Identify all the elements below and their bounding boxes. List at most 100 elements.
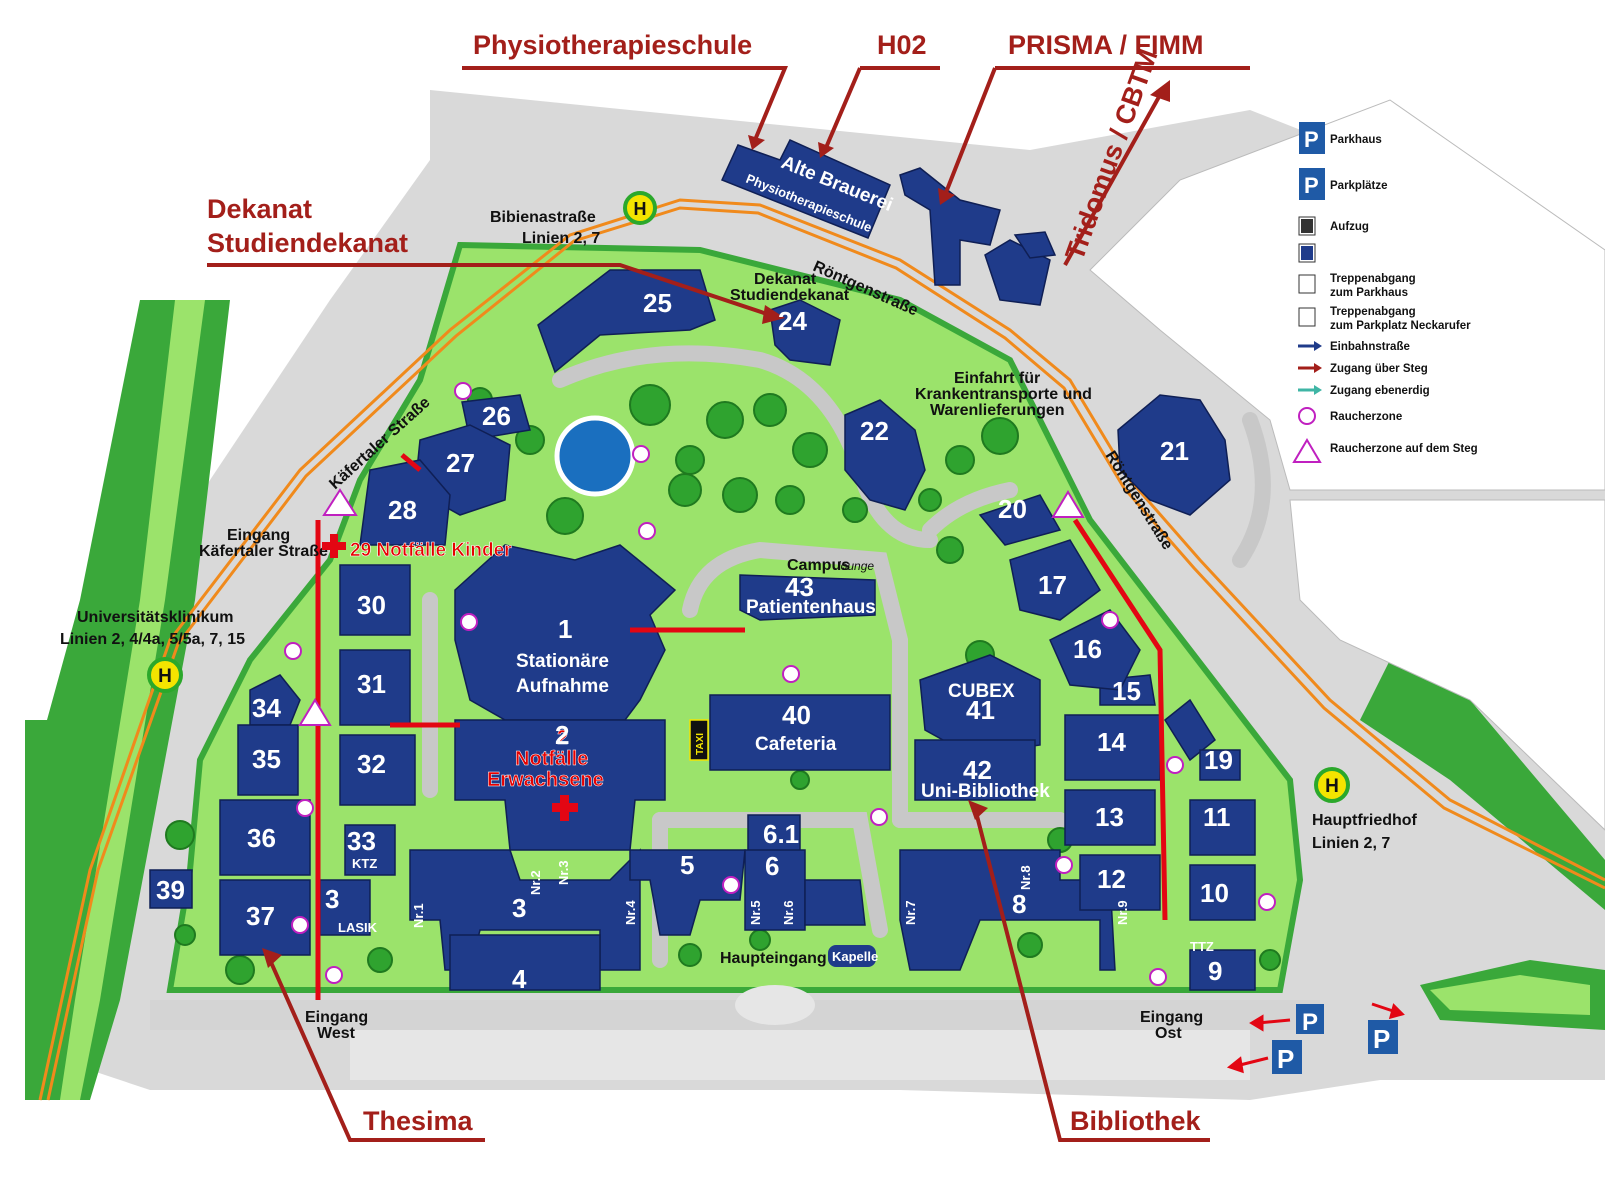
svg-text:27: 27 bbox=[446, 448, 475, 478]
pond bbox=[554, 415, 636, 497]
building-36 bbox=[219, 799, 311, 876]
building-20 bbox=[978, 494, 1062, 546]
legend-steg: Zugang über Steg bbox=[1298, 363, 1428, 375]
svg-text:31: 31 bbox=[357, 669, 386, 699]
svg-text:Zugang über Steg: Zugang über Steg bbox=[1330, 363, 1428, 375]
label-notfall-erw2: Notfälle bbox=[515, 748, 588, 770]
svg-text:42: 42 bbox=[963, 755, 992, 785]
label-dekanat-small2: Studiendekanat bbox=[730, 287, 850, 304]
building-1 bbox=[454, 544, 677, 721]
building-9 bbox=[1189, 949, 1256, 991]
legend-parkhaus: P Parkhaus bbox=[1299, 122, 1382, 154]
label-einfahrt2: Krankentransporte und bbox=[915, 386, 1092, 403]
parking-sign-1: P bbox=[1302, 1009, 1318, 1036]
taxi-sign bbox=[689, 719, 709, 761]
svg-text:21: 21 bbox=[1160, 436, 1189, 466]
building-5 bbox=[629, 849, 746, 936]
svg-text:Einbahnstraße: Einbahnstraße bbox=[1330, 341, 1410, 353]
building-12 bbox=[1079, 854, 1161, 911]
callout-thesima: Thesima bbox=[363, 1106, 474, 1136]
stop-uni-lines: Linien 2, 4/4a, 5/5a, 7, 15 bbox=[60, 631, 245, 648]
svg-text:Nr.9: Nr.9 bbox=[1115, 900, 1130, 925]
left-green-band bbox=[25, 300, 230, 1100]
svg-text:3: 3 bbox=[325, 884, 339, 914]
building-16 bbox=[1049, 609, 1141, 691]
svg-text:Stationäre: Stationäre bbox=[516, 651, 609, 672]
svg-text:17: 17 bbox=[1038, 570, 1067, 600]
label-taxi: TAXI bbox=[695, 733, 706, 755]
tram-stop-uniklinikum: H bbox=[147, 657, 183, 693]
svg-text:Parkplätze: Parkplätze bbox=[1330, 180, 1388, 192]
red-cross-kinder-icon bbox=[322, 534, 346, 558]
label-haupteingang: Haupteingang bbox=[720, 950, 827, 967]
svg-text:19: 19 bbox=[1204, 745, 1233, 775]
callout-prisma: PRISMA / FIMM bbox=[1008, 30, 1204, 60]
svg-text:35: 35 bbox=[252, 744, 281, 774]
svg-text:28: 28 bbox=[388, 495, 417, 525]
kapelle-shape bbox=[828, 945, 876, 967]
trees bbox=[165, 384, 1281, 985]
legend-einbahn: Einbahnstraße bbox=[1298, 341, 1410, 353]
legend-parkplaetze: P Parkplätze bbox=[1299, 168, 1388, 200]
legend-raucher-steg: Raucherzone auf dem Steg bbox=[1292, 438, 1478, 463]
building-8 bbox=[899, 849, 1116, 971]
svg-text:32: 32 bbox=[357, 749, 386, 779]
svg-text:26: 26 bbox=[482, 401, 511, 431]
building-4 bbox=[449, 934, 601, 991]
svg-text:Nr.1: Nr.1 bbox=[411, 903, 426, 928]
building-13 bbox=[1064, 789, 1156, 846]
stop-symbol-haupt: H bbox=[1325, 776, 1339, 797]
svg-text:5: 5 bbox=[680, 850, 694, 880]
white-parcels bbox=[1089, 99, 1605, 831]
svg-text:Raucherzone auf dem Steg: Raucherzone auf dem Steg bbox=[1330, 443, 1478, 455]
building-43 bbox=[739, 574, 876, 621]
label-eingang-ost1: Eingang bbox=[1140, 1009, 1203, 1026]
callout-arrowheads bbox=[262, 80, 1170, 968]
stop-haupt-lines: Linien 2, 7 bbox=[1312, 835, 1390, 852]
svg-text:2: 2 bbox=[555, 720, 569, 750]
legend-treppe-neckarufer: Treppenabgang zum Parkplatz Neckarufer bbox=[1298, 306, 1471, 332]
label-eingang-west2: West bbox=[317, 1025, 356, 1042]
label-eingang-kaefertaler1: Eingang bbox=[227, 527, 290, 544]
svg-text:22: 22 bbox=[860, 416, 889, 446]
building-14 bbox=[1064, 714, 1161, 781]
tram-stop-hauptfriedhof: H bbox=[1314, 767, 1350, 803]
svg-text:43: 43 bbox=[785, 572, 814, 602]
parking-arrows bbox=[1226, 1002, 1405, 1074]
callout-physiotherapieschule: Physiotherapieschule bbox=[473, 30, 752, 60]
building-40 bbox=[709, 694, 891, 771]
legend: P Parkhaus P Parkplätze Aufzug Treppenab… bbox=[1292, 122, 1478, 463]
building-35 bbox=[237, 724, 299, 796]
svg-text:Parkhaus: Parkhaus bbox=[1330, 134, 1382, 146]
parking-sign-2: P bbox=[1277, 1044, 1294, 1074]
callout-bibliothek: Bibliothek bbox=[1070, 1106, 1201, 1136]
label-einfahrt1: Einfahrt für bbox=[954, 370, 1040, 387]
svg-text:11: 11 bbox=[1203, 802, 1231, 832]
svg-text:10: 10 bbox=[1200, 878, 1229, 908]
svg-text:25: 25 bbox=[643, 288, 672, 318]
parking-sign-3: P bbox=[1373, 1024, 1390, 1054]
svg-text:Cafeteria: Cafeteria bbox=[755, 734, 837, 755]
smoking-zone-icons bbox=[284, 382, 1276, 986]
svg-text:zum Parkhaus: zum Parkhaus bbox=[1330, 287, 1408, 299]
buildings bbox=[149, 139, 1256, 991]
label-kapelle: Kapelle bbox=[832, 949, 878, 964]
bottom-promenade bbox=[150, 985, 1320, 1080]
building-21 bbox=[1117, 394, 1231, 516]
svg-text:KTZ: KTZ bbox=[352, 856, 377, 871]
building-32 bbox=[339, 734, 416, 806]
svg-text:Uni-Bibliothek: Uni-Bibliothek bbox=[921, 781, 1050, 802]
svg-text:6.1: 6.1 bbox=[763, 819, 799, 849]
building-41 bbox=[919, 654, 1041, 756]
svg-text:36: 36 bbox=[247, 823, 276, 853]
building-42 bbox=[914, 739, 1036, 801]
svg-text:Zugang ebenerdig: Zugang ebenerdig bbox=[1330, 385, 1430, 397]
svg-text:Aufzug: Aufzug bbox=[1330, 221, 1369, 233]
stop-symbol-uni: H bbox=[158, 666, 172, 687]
label-notfall-erw3: Erwachsene bbox=[487, 769, 604, 791]
building-22 bbox=[844, 399, 926, 511]
building-10 bbox=[1189, 864, 1256, 921]
building-39 bbox=[149, 869, 193, 909]
red-cross-erwachsene-icon bbox=[552, 795, 578, 821]
